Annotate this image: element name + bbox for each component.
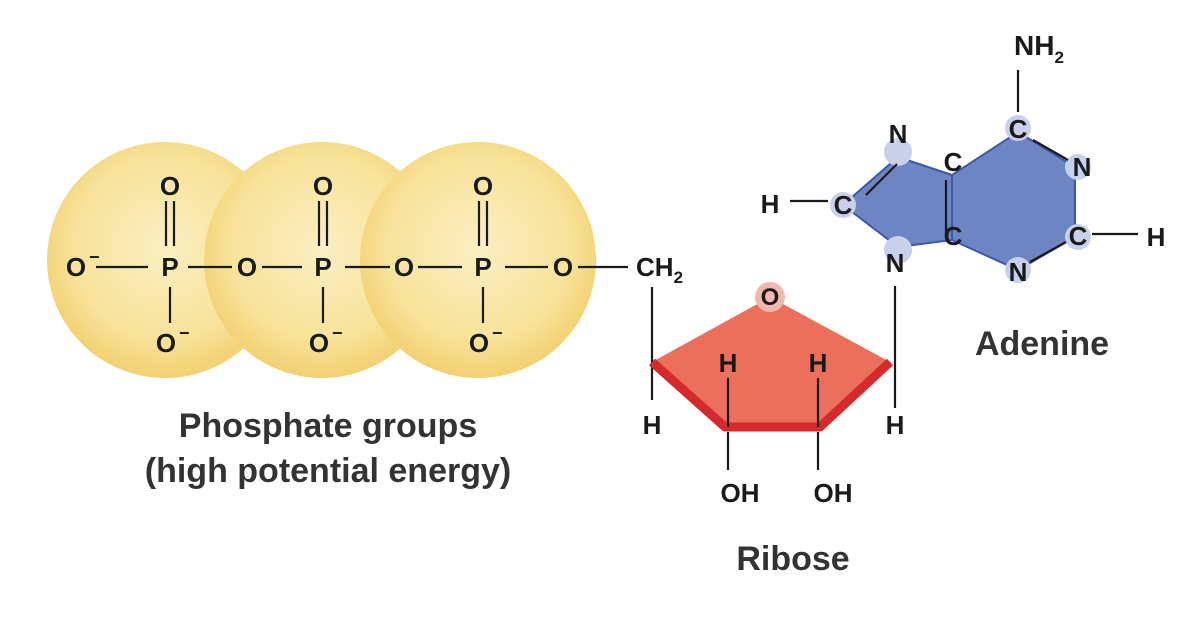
adenine-h8: H: [761, 189, 780, 219]
oxygen-double-1: O: [160, 171, 180, 201]
c-highlight-3: [1065, 224, 1091, 250]
n-highlight-2: [884, 236, 912, 264]
c-highlight-1: [830, 192, 856, 218]
charge-terminal: −: [89, 247, 100, 267]
charge-3: −: [492, 323, 503, 343]
adenine-base: NH2 C N C N H C C C H N N: [761, 30, 1166, 287]
adenine-n7: N: [889, 119, 908, 149]
n-highlight-1: [884, 138, 912, 166]
ch2-linker: CH2: [636, 252, 683, 400]
bridge-oxygen-3: O: [553, 252, 573, 282]
amine-nh2: NH2: [1014, 30, 1064, 67]
ribose-pentagon: [652, 297, 890, 427]
charge-1: −: [179, 323, 190, 343]
adenine-n1: N: [1073, 152, 1092, 182]
adenine-imidazole-ring: [841, 155, 953, 249]
oxygen-double-3: O: [473, 171, 493, 201]
adenine-n3: N: [1009, 257, 1028, 287]
c-highlight-2: [1005, 115, 1031, 141]
phosphate-bonds: [96, 201, 628, 323]
ribose-hydrogen-1: H: [719, 348, 738, 378]
ch2-label: CH2: [636, 252, 683, 287]
ribose-label: Ribose: [736, 540, 849, 578]
ribose-hydrogen-left: H: [643, 410, 662, 440]
oxygen-minus-2: O: [309, 328, 329, 358]
phosphate-groups: O − O P O − O O P O − O O P O − O: [47, 142, 628, 378]
hydroxyl-2: OH: [814, 478, 853, 508]
n-highlight-4: [1005, 257, 1031, 283]
adenine-n9: N: [886, 248, 905, 278]
ring-oxygen-highlight: [755, 282, 785, 312]
charge-2: −: [332, 323, 343, 343]
oxygen-double-2: O: [313, 171, 333, 201]
bridge-oxygen-2: O: [394, 252, 414, 282]
n-highlight-3: [1065, 154, 1091, 180]
phosphate-label-line1: Phosphate groups: [179, 407, 477, 445]
ribose-hydrogen-2: H: [809, 348, 828, 378]
adenine-c4: C: [944, 221, 963, 251]
adenine-c6: C: [1009, 114, 1028, 144]
adenine-label: Adenine: [975, 325, 1109, 363]
adenine-c8: C: [834, 190, 853, 220]
adenine-h2: H: [1147, 222, 1166, 252]
ribose-ring: O H H H H OH OH: [643, 282, 905, 508]
oxygen-minus-1: O: [156, 328, 176, 358]
phosphorus-2: P: [314, 252, 331, 282]
phosphate-label-line2: (high potential energy): [145, 452, 511, 490]
phosphorus-3: P: [474, 252, 491, 282]
ribose-hydrogen-right: H: [886, 410, 905, 440]
adenine-c5: C: [944, 147, 963, 177]
oxygen-terminal: O: [66, 252, 86, 282]
ribose-ring-oxygen: O: [761, 284, 780, 311]
adenine-c2: C: [1069, 221, 1088, 251]
phosphate-sphere-3: [360, 142, 596, 378]
hydroxyl-1: OH: [721, 478, 760, 508]
ribose-front-edge: [649, 358, 894, 432]
phosphorus-1: P: [161, 252, 178, 282]
bridge-oxygen-1: O: [237, 252, 257, 282]
oxygen-minus-3: O: [469, 328, 489, 358]
